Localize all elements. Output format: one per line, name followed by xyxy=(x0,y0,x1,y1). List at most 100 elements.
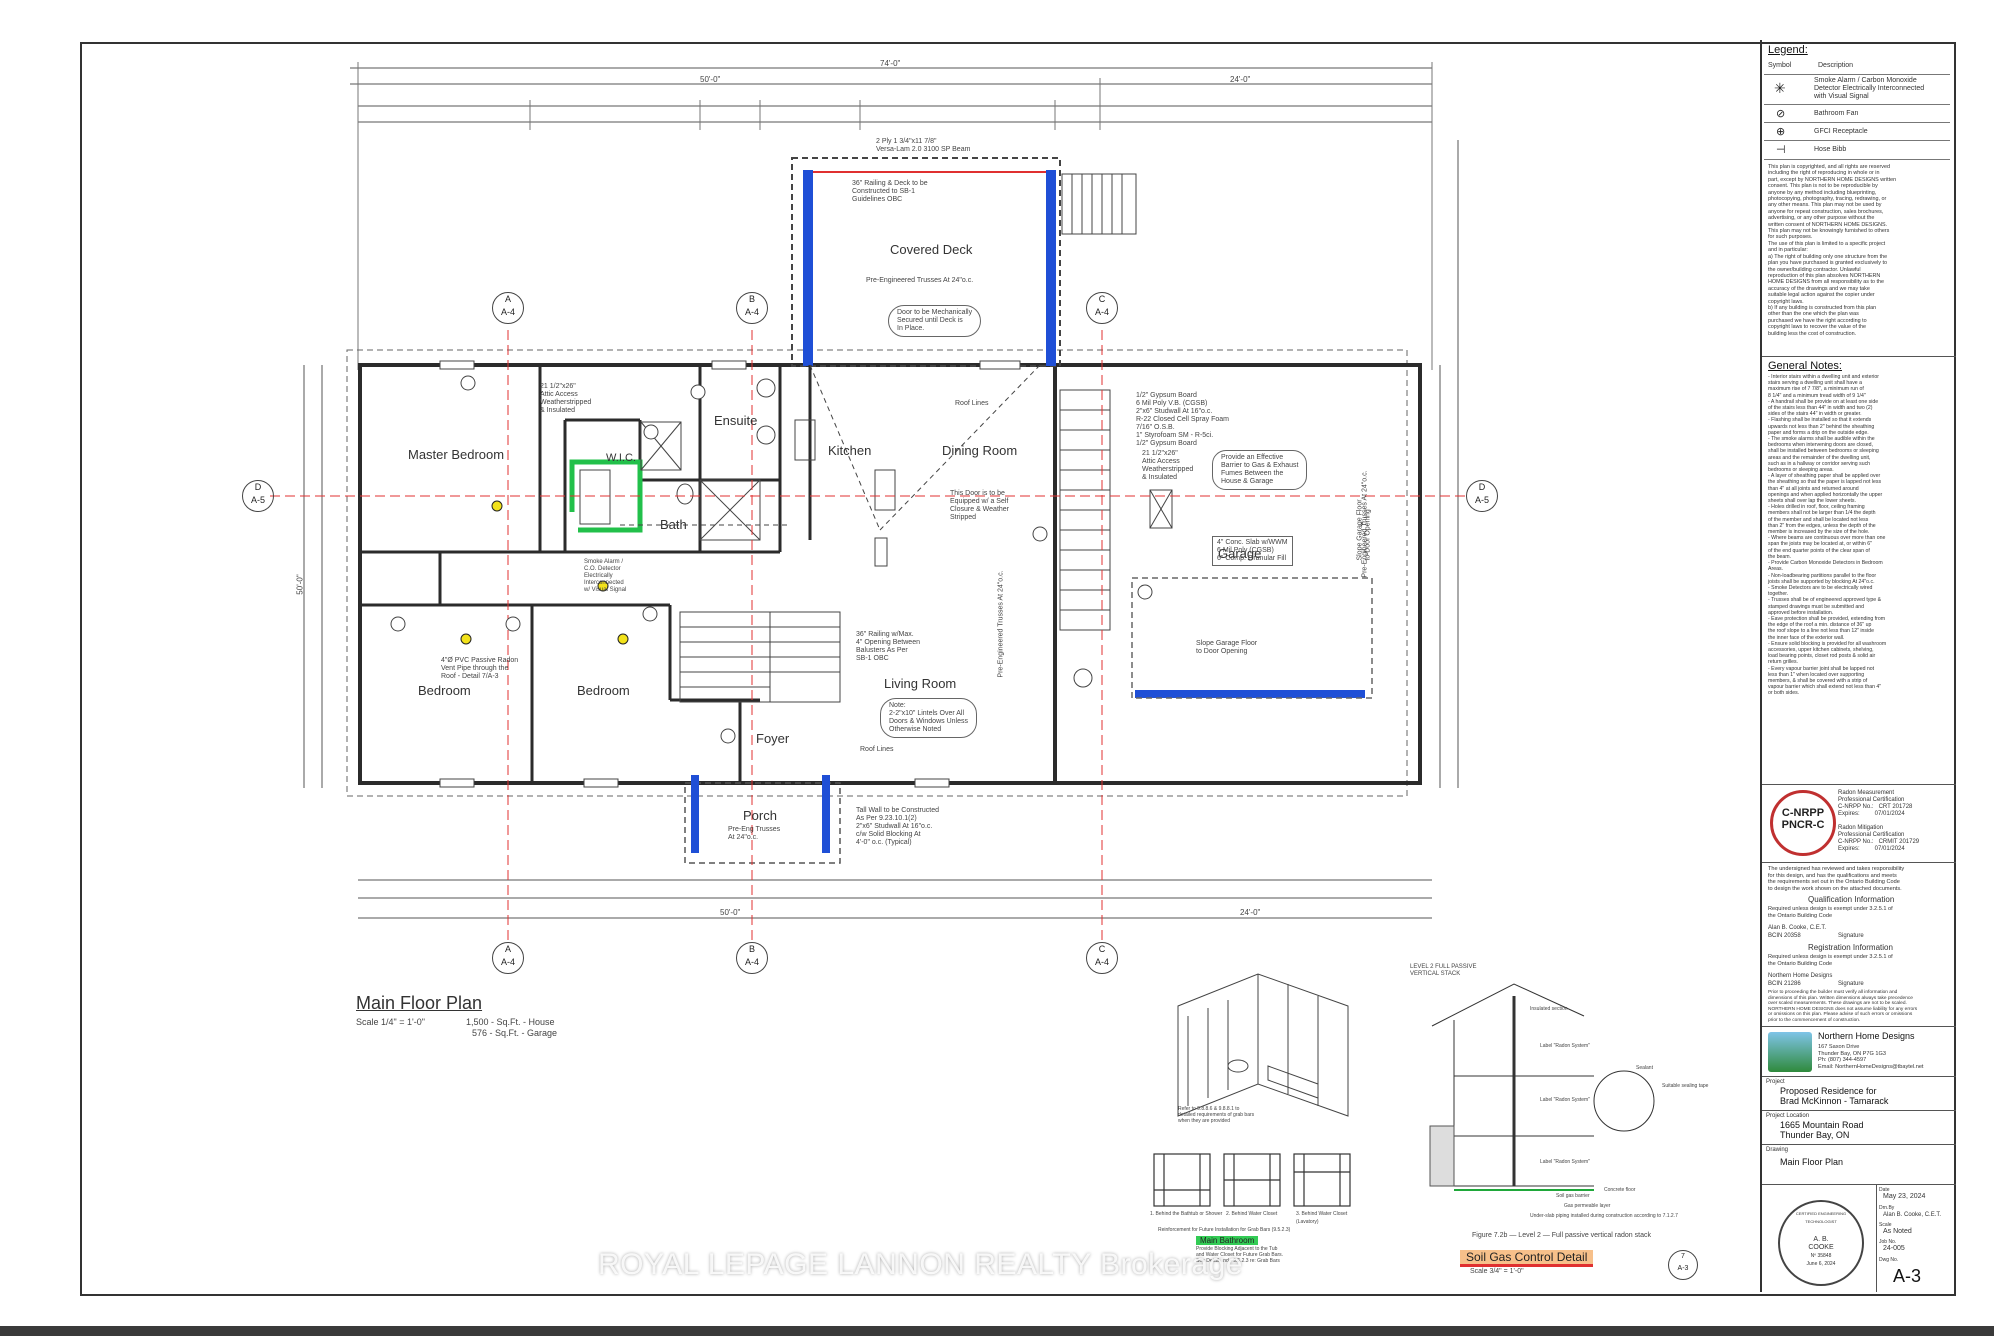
legend-row-hose: ⊣ Hose Bibb xyxy=(1764,140,1950,160)
signature-label-1: Signature xyxy=(1838,933,1864,939)
dimension-lines-left xyxy=(303,140,1459,788)
stamp-line-5: June 6, 2024 xyxy=(1806,1261,1836,1267)
job-label: Job No. xyxy=(1879,1239,1897,1245)
project-value: Proposed Residence for Brad McKinnon - T… xyxy=(1780,1086,1889,1106)
title-block: Legend: Symbol Description ✳ Smoke Alarm… xyxy=(1760,40,1956,1292)
windows xyxy=(439,360,1021,788)
drawing-value: Main Floor Plan xyxy=(1780,1157,1844,1167)
note-radon-pipe: 4"Ø PVC Passive Radon Vent Pipe through … xyxy=(441,657,519,680)
deck-wall-right xyxy=(1046,170,1056,366)
bathroom-fan-icon: ⊘ xyxy=(1776,107,1786,120)
room-covered-deck: Covered Deck xyxy=(890,242,973,257)
dim-house-width: 50'-0" xyxy=(700,75,721,84)
radon-label-7: Soil gas barrier xyxy=(1556,1193,1590,1199)
roof-lines xyxy=(620,364,1041,531)
reinforcement-title: Reinforcement for Future Installation fo… xyxy=(1158,1227,1291,1233)
radon-label-1: Label "Radon System" xyxy=(1540,1043,1590,1049)
interior-stairs xyxy=(679,611,841,703)
drawn-label: Drn.By xyxy=(1879,1205,1895,1211)
cnrpp-logo-line1: C-NRPP xyxy=(1781,807,1825,819)
note-gypsum-wall: 1/2" Gypsum Board 6 Mil Poly V.B. (CGSB)… xyxy=(1136,392,1229,447)
section-lines xyxy=(270,330,1470,940)
watermark: ROYAL LEPAGE LANNON REALTY Brokerage xyxy=(598,1248,1243,1281)
bottom-bar xyxy=(0,1326,1994,1336)
project-label: Project xyxy=(1766,1079,1785,1085)
smoke-alarm-icons xyxy=(460,500,629,645)
dim-house-width-bottom: 50'-0" xyxy=(720,908,741,917)
qualification-text: Required unless design is exempt under 3… xyxy=(1768,906,1893,919)
bcin-2: BCIN 21286 xyxy=(1768,981,1801,987)
divider-1 xyxy=(1762,356,1956,357)
deck-wall-left xyxy=(803,170,813,366)
company-address: 167 Saxon Drive Thunder Bay, ON P7G 1G3 … xyxy=(1818,1044,1924,1070)
copyright-text: This plan is copyrighted, and all rights… xyxy=(1768,164,1897,337)
deck-stairs xyxy=(1061,173,1137,235)
room-kitchen: Kitchen xyxy=(828,443,872,458)
divider-2 xyxy=(1762,784,1956,785)
room-ensuite: Ensuite xyxy=(714,413,758,428)
legend-row-smoke: ✳ Smoke Alarm / Carbon Monoxide Detector… xyxy=(1764,74,1950,105)
stamp-line-1: CERTIFIED ENGINEERING TECHNOLOGIST xyxy=(1795,1211,1847,1224)
qualification-title: Qualification Information xyxy=(1808,895,1895,904)
legend-title: Legend: xyxy=(1768,44,1808,56)
responsibility-text: The undersigned has reviewed and takes r… xyxy=(1768,866,1905,892)
note-attic-access-2: 21 1/2"x26" Attic Access Weatherstripped… xyxy=(1142,450,1194,481)
scale-value: As Noted xyxy=(1883,1228,1912,1235)
legend-desc-smoke: Smoke Alarm / Carbon Monoxide Detector E… xyxy=(1814,77,1925,100)
divider-3 xyxy=(1762,862,1956,863)
location-value: 1665 Mountain Road Thunder Bay, ON xyxy=(1780,1120,1864,1140)
garage-door-opening xyxy=(1131,577,1373,699)
note-porch-trusses: Pre-Eng Trusses At 24"o.c. xyxy=(728,826,781,841)
note-trusses-living: Pre-Engineered Trusses At 24"o.c. xyxy=(997,570,1005,678)
title-info-column: Date May 23, 2024 Drn.By Alan B. Cooke, … xyxy=(1876,1184,1957,1292)
caption-1: 1. Behind the Bathtub or Shower xyxy=(1150,1211,1223,1217)
radon-cert: Radon Measurement Professional Certifica… xyxy=(1838,790,1920,852)
note-attic-access-1: 21 1/2"x26" Attic Access Weatherstripped… xyxy=(540,383,592,414)
note-slab: 4" Conc. Slab w/WWM 6 Mil Poly (CGSB) 6"… xyxy=(1212,536,1293,566)
legend-row-gfci: ⊕ GFCI Receptacle xyxy=(1764,122,1950,141)
legend-row-fan: ⊘ Bathroom Fan xyxy=(1764,104,1950,123)
person-name: Alan B. Cooke, C.E.T. xyxy=(1768,925,1827,931)
bathtub-green-wall xyxy=(569,459,643,533)
fixtures xyxy=(640,378,1173,567)
porch-outline xyxy=(684,782,841,864)
legend-desc-gfci: GFCI Receptacle xyxy=(1814,128,1868,135)
drawn-value: Alan B. Cooke, C.E.T. xyxy=(1883,1212,1942,1218)
caption-2: 2. Behind Water Closet xyxy=(1226,1211,1278,1217)
drawing-sheet xyxy=(80,42,1956,1296)
divider-6 xyxy=(1762,1110,1956,1111)
bathroom-elevations xyxy=(1153,1153,1351,1207)
radon-figure-caption: Figure 7.2b — Level 2 — Full passive ver… xyxy=(1472,1232,1651,1239)
dimension-lines-bottom xyxy=(358,879,1432,919)
note-deck-railing: 36" Railing & Deck to be Constructed to … xyxy=(852,180,928,203)
legend-col-symbol: Symbol xyxy=(1768,62,1792,69)
company-name: Northern Home Designs xyxy=(1818,1031,1915,1041)
dim-side-height: 50'-0" xyxy=(295,574,305,595)
legend-desc-hose: Hose Bibb xyxy=(1814,146,1847,153)
radon-label-4: Sealant xyxy=(1636,1065,1653,1071)
general-notes-text: - Interior stairs within a dwelling unit… xyxy=(1768,374,1887,697)
radon-label-0: Insulated section xyxy=(1530,1006,1568,1012)
dimension-lines-top xyxy=(350,62,1433,370)
stamp-line-2: A. B. xyxy=(1813,1236,1829,1243)
smoke-alarm-icon: ✳ xyxy=(1774,81,1786,97)
note-lintels: Note: 2-2"x10" Lintels Over All Doors & … xyxy=(880,698,977,738)
hose-bibb-icon: ⊣ xyxy=(1776,143,1786,156)
note-roof-lines-1: Roof Lines xyxy=(955,400,989,407)
room-bath: Bath xyxy=(660,517,687,532)
area-garage: 576 - Sq.Ft. - Garage xyxy=(472,1028,558,1038)
radon-label-3: Label "Radon System" xyxy=(1540,1159,1590,1165)
note-trusses-deck: Pre-Engineered Trusses At 24"o.c. xyxy=(866,277,974,284)
room-wic: W.I.C. xyxy=(606,452,636,464)
registration-text: Required unless design is exempt under 3… xyxy=(1768,954,1893,967)
dim-top-total: 74'-0" xyxy=(880,59,901,68)
company-logo xyxy=(1768,1032,1812,1072)
area-house: 1,500 - Sq.Ft. - House xyxy=(466,1017,555,1027)
plan-scale: Scale 1/4" = 1'-0" xyxy=(356,1017,425,1027)
garage-wall-blue xyxy=(1135,690,1365,698)
